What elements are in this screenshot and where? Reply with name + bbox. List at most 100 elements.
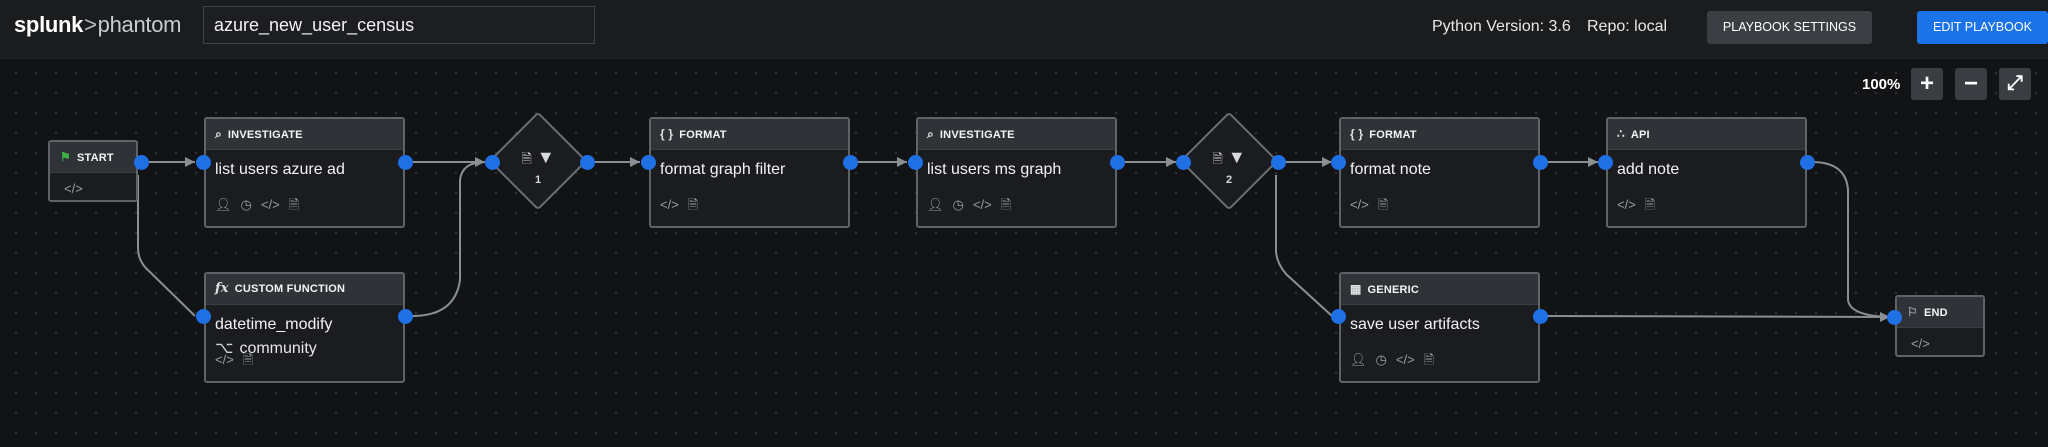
block-footer: </> 🗎 bbox=[660, 196, 707, 218]
link-custom-function-filter1 bbox=[411, 161, 486, 317]
custom-function-block[interactable]: fx CUSTOM FUNCTION datetime_modify ⌥ commu… bbox=[204, 272, 405, 383]
code-icon[interactable]: </> bbox=[1911, 336, 1930, 351]
code-icon[interactable]: </> bbox=[260, 197, 280, 212]
filter2-input-port[interactable] bbox=[1176, 155, 1191, 170]
document-icon[interactable]: 🗎 bbox=[242, 352, 254, 367]
block-type: GENERIC bbox=[1367, 284, 1420, 296]
format-block-2[interactable]: { } FORMAT format note </> 🗎 bbox=[1339, 117, 1540, 228]
braces-icon: { } bbox=[1350, 127, 1364, 141]
clock-icon[interactable]: ◷ bbox=[1375, 352, 1387, 367]
subtitle-text: community bbox=[239, 340, 317, 357]
code-icon[interactable]: </> bbox=[972, 197, 992, 212]
api-nodes-icon: ∴ bbox=[1617, 127, 1625, 141]
clock-icon[interactable]: ◷ bbox=[952, 197, 964, 212]
format1-output-port[interactable] bbox=[843, 155, 858, 170]
code-icon[interactable]: </> bbox=[1350, 197, 1369, 212]
filter-icon: ▼ bbox=[536, 147, 555, 167]
block-footer: </> 🗎 bbox=[1350, 196, 1397, 218]
investigate2-input-port[interactable] bbox=[908, 155, 923, 170]
edit-playbook-button[interactable]: EDIT PLAYBOOK bbox=[1917, 11, 2048, 44]
document-icon[interactable]: 🗎 bbox=[687, 197, 699, 212]
api-output-port[interactable] bbox=[1800, 155, 1815, 170]
code-icon[interactable]: </> bbox=[64, 181, 83, 196]
document-icon: 🗎 bbox=[521, 151, 532, 166]
splunk-phantom-logo[interactable]: splunk>phantom bbox=[14, 12, 181, 38]
block-type: CUSTOM FUNCTION bbox=[234, 283, 346, 295]
filter1-input-port[interactable] bbox=[485, 155, 500, 170]
community-icon: ⌥ bbox=[215, 340, 234, 357]
api-block[interactable]: ∴ API add note </> 🗎 bbox=[1606, 117, 1807, 228]
start-header: ⚑START bbox=[50, 142, 136, 173]
zoom-level: 100% bbox=[1862, 76, 1901, 93]
generic-block[interactable]: ▦GENERIC save user artifacts 👤︎ ◷ </> 🗎 bbox=[1339, 272, 1540, 383]
playbook-settings-button[interactable]: PLAYBOOK SETTINGS bbox=[1707, 11, 1872, 44]
format1-input-port[interactable] bbox=[641, 155, 656, 170]
block-footer: 👤︎ ◷ </> 🗎 bbox=[927, 196, 1020, 218]
format-header: { } FORMAT bbox=[1341, 119, 1538, 150]
end-input-port[interactable] bbox=[1887, 310, 1902, 325]
fit-to-screen-button[interactable]: ⤢ bbox=[1999, 68, 2031, 100]
end-block[interactable]: ⚐END </> bbox=[1895, 295, 1985, 357]
user-icon[interactable]: 👤︎ bbox=[215, 197, 232, 212]
search-icon: ⌕ bbox=[215, 127, 222, 141]
custom-function-header: fx CUSTOM FUNCTION bbox=[206, 274, 403, 305]
format-block-1[interactable]: { }FORMAT format graph filter </>🗎 bbox=[649, 117, 850, 228]
block-type: INVESTIGATE bbox=[939, 129, 1015, 141]
investigate1-input-port[interactable] bbox=[196, 155, 211, 170]
generic-input-port[interactable] bbox=[1331, 309, 1346, 324]
start-block[interactable]: ⚑START </> bbox=[48, 140, 138, 202]
repo-label: Repo: local bbox=[1587, 18, 1668, 35]
filter1-output-port[interactable] bbox=[580, 155, 595, 170]
block-type: FORMAT bbox=[1369, 129, 1417, 141]
block-title: format note bbox=[1350, 161, 1431, 178]
format2-output-port[interactable] bbox=[1533, 155, 1548, 170]
generic-header: ▦GENERIC bbox=[1341, 274, 1538, 305]
document-icon[interactable]: 🗎 bbox=[1377, 197, 1389, 212]
custom-function-output-port[interactable] bbox=[398, 309, 413, 324]
api-header: ∴ API bbox=[1608, 119, 1805, 150]
code-icon[interactable]: </> bbox=[660, 197, 679, 212]
investigate1-output-port[interactable] bbox=[398, 155, 413, 170]
logo-product: phantom bbox=[97, 12, 182, 37]
filter-2-content: 🗎 ▼ 2 bbox=[1194, 147, 1264, 186]
investigate-block-1[interactable]: ⌕ INVESTIGATE list users azure ad 👤︎ ◷ </> 🗎 bbox=[204, 117, 405, 228]
link-filter2-generic bbox=[1275, 175, 1333, 317]
block-title: add note bbox=[1617, 161, 1680, 178]
clock-icon[interactable]: ◷ bbox=[240, 197, 252, 212]
user-icon[interactable]: 👤︎ bbox=[1350, 352, 1367, 367]
format2-input-port[interactable] bbox=[1331, 155, 1346, 170]
start-output-port[interactable] bbox=[134, 155, 149, 170]
block-type: FORMAT bbox=[679, 129, 727, 141]
block-footer: </> 🗎 bbox=[1617, 196, 1664, 218]
code-icon[interactable]: </> bbox=[1395, 352, 1415, 367]
block-title: save user artifacts bbox=[1350, 316, 1480, 333]
zoom-out-button[interactable]: − bbox=[1955, 68, 1987, 100]
investigate-header: ⌕ INVESTIGATE bbox=[206, 119, 403, 150]
investigate-header: ⌕INVESTIGATE bbox=[918, 119, 1115, 150]
user-icon[interactable]: 👤︎ bbox=[927, 197, 944, 212]
api-input-port[interactable] bbox=[1598, 155, 1613, 170]
block-title: list users azure ad bbox=[215, 161, 345, 178]
format-header: { }FORMAT bbox=[651, 119, 848, 150]
document-icon[interactable]: 🗎 bbox=[288, 197, 300, 212]
filter2-output-port[interactable] bbox=[1271, 155, 1286, 170]
function-icon: fx bbox=[215, 281, 229, 296]
block-type: API bbox=[1630, 129, 1650, 141]
playbook-name-field[interactable]: azure_new_user_census bbox=[203, 6, 595, 44]
block-type: INVESTIGATE bbox=[227, 129, 303, 141]
zoom-in-button[interactable]: + bbox=[1911, 68, 1943, 100]
code-icon[interactable]: </> bbox=[1617, 197, 1636, 212]
document-icon[interactable]: 🗎 bbox=[1423, 352, 1435, 367]
investigate-block-2[interactable]: ⌕INVESTIGATE list users ms graph 👤︎ ◷ </> 🗎 bbox=[916, 117, 1117, 228]
custom-function-input-port[interactable] bbox=[196, 309, 211, 324]
generic-output-port[interactable] bbox=[1533, 309, 1548, 324]
document-icon[interactable]: 🗎 bbox=[1644, 197, 1656, 212]
code-icon[interactable]: </> bbox=[215, 352, 234, 367]
logo-brand: splunk bbox=[14, 12, 84, 37]
block-title: list users ms graph bbox=[927, 161, 1062, 178]
document-icon[interactable]: 🗎 bbox=[1000, 197, 1012, 212]
filter-1-content: 🗎 ▼ 1 bbox=[503, 147, 573, 186]
investigate2-output-port[interactable] bbox=[1110, 155, 1125, 170]
block-title: datetime_modify bbox=[215, 316, 333, 333]
